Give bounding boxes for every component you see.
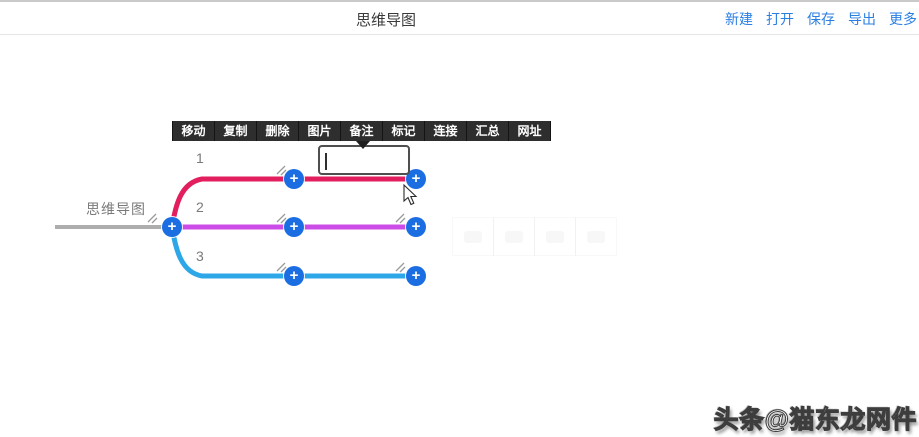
branch3-mid-plus-button[interactable]: + (284, 266, 304, 286)
branch3-end-plus-button[interactable]: + (406, 266, 426, 286)
branch3-label[interactable]: 3 (196, 248, 204, 264)
ctx-delete-button[interactable]: 删除 (257, 121, 299, 141)
header-nav: 新建 打开 保存 导出 更多 (725, 9, 917, 29)
more-button[interactable]: 更多 (889, 11, 917, 27)
save-button[interactable]: 保存 (807, 11, 835, 27)
text-caret (325, 153, 327, 170)
export-button[interactable]: 导出 (848, 11, 876, 27)
branch1-mid-plus-button[interactable]: + (284, 169, 304, 189)
ctx-image-button[interactable]: 图片 (299, 121, 341, 141)
branch2-label[interactable]: 2 (196, 199, 204, 215)
root-node-label[interactable]: 思维导图 (86, 201, 146, 217)
ctx-connect-button[interactable]: 连接 (425, 121, 467, 141)
new-button[interactable]: 新建 (725, 11, 753, 27)
plus-icon: + (289, 170, 299, 187)
plus-icon: + (411, 218, 421, 235)
plus-icon: + (289, 218, 299, 235)
watermark-text: 头条@猫东龙网件 (713, 406, 917, 435)
note-editor-box[interactable] (318, 145, 410, 175)
branch2-end-plus-button[interactable]: + (406, 217, 426, 237)
ctx-mark-button[interactable]: 标记 (383, 121, 425, 141)
context-toolbar: 移动 复制 删除 图片 备注 标记 连接 汇总 网址 (172, 121, 551, 141)
ctx-note-button[interactable]: 备注 (341, 121, 383, 141)
toolbar-pointer-arrow (356, 141, 370, 149)
ctx-url-button[interactable]: 网址 (509, 121, 551, 141)
root-plus-button[interactable]: + (162, 217, 182, 237)
plus-icon: + (289, 267, 299, 284)
ctx-move-button[interactable]: 移动 (172, 121, 215, 141)
note-input[interactable] (326, 149, 404, 171)
mouse-cursor-icon (403, 183, 418, 206)
ctx-copy-button[interactable]: 复制 (215, 121, 257, 141)
ctx-summary-button[interactable]: 汇总 (467, 121, 509, 141)
open-button[interactable]: 打开 (766, 11, 794, 27)
branch1-end-plus-button[interactable]: + (406, 169, 426, 189)
page-title: 思维导图 (355, 12, 417, 29)
plus-icon: + (411, 170, 421, 187)
plus-icon: + (411, 267, 421, 284)
plus-icon: + (167, 218, 177, 235)
branch2-mid-plus-button[interactable]: + (284, 217, 304, 237)
branch1-label[interactable]: 1 (196, 150, 204, 166)
header: 思维导图 新建 打开 保存 导出 更多 (0, 0, 919, 35)
